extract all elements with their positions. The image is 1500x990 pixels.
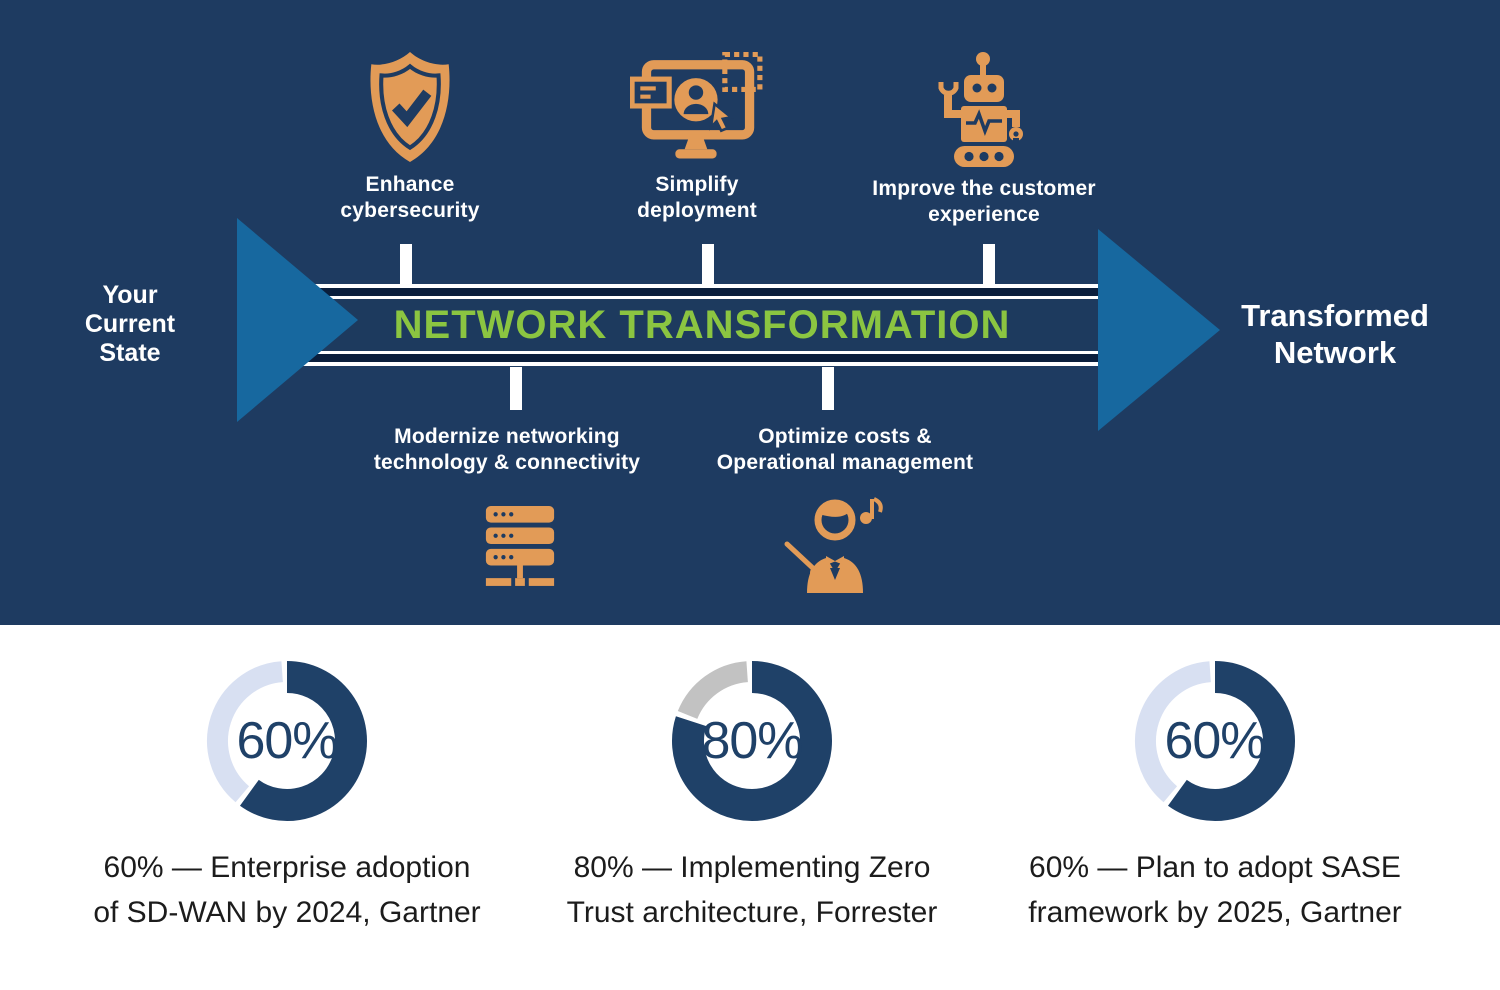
transformed-network-label: Transformed Network bbox=[1241, 298, 1429, 370]
benefit-label-optimize: Optimize costs & Operational management bbox=[716, 425, 974, 474]
monitor-user-icon bbox=[629, 51, 764, 169]
benefit-label-deployment: Simplify deployment bbox=[637, 173, 757, 222]
stat-caption: 80% — Implementing Zero Trust architectu… bbox=[566, 851, 938, 929]
stat-sase: 60% 60% — Plan to adopt SASE framework b… bbox=[975, 625, 1455, 935]
hero-panel: Enhance cybersecurity Simplify deploymen… bbox=[0, 0, 1500, 625]
stat-caption: 60% — Plan to adopt SASE framework by 20… bbox=[1028, 851, 1402, 929]
donut-chart-zero-trust: 80% bbox=[667, 656, 837, 826]
shield-check-icon bbox=[355, 50, 465, 169]
stat-zero-trust: 80% 80% — Implementing Zero Trust archit… bbox=[512, 625, 992, 935]
stat-sdwan: 60% 60% — Enterprise adoption of SD-WAN … bbox=[47, 625, 527, 935]
stats-section: 60% 60% — Enterprise adoption of SD-WAN … bbox=[0, 625, 1500, 990]
band-dark-strip bbox=[270, 354, 1110, 362]
connector-tick bbox=[983, 244, 995, 284]
left-arrow bbox=[237, 218, 358, 422]
donut-value-label: 80% bbox=[701, 712, 803, 770]
band-center: NETWORK TRANSFORMATION bbox=[270, 299, 1110, 351]
donut-value-label: 60% bbox=[1164, 712, 1266, 770]
donut-chart-sdwan: 60% bbox=[202, 656, 372, 826]
donut-value-label: 60% bbox=[236, 712, 338, 770]
right-arrow bbox=[1098, 229, 1220, 431]
connector-tick bbox=[400, 244, 412, 284]
stat-caption: 60% — Enterprise adoption of SD-WAN by 2… bbox=[93, 851, 481, 929]
band-line bbox=[270, 284, 1110, 288]
benefit-label-cybersecurity: Enhance cybersecurity bbox=[340, 173, 480, 222]
server-rack-icon bbox=[482, 502, 558, 593]
conductor-icon bbox=[783, 492, 883, 603]
connector-tick bbox=[510, 367, 522, 410]
robot-icon bbox=[925, 48, 1035, 175]
band-line bbox=[270, 351, 1110, 354]
donut-chart-sase: 60% bbox=[1130, 656, 1300, 826]
band-dark-strip bbox=[270, 288, 1110, 296]
connector-tick bbox=[702, 244, 714, 284]
current-state-label: Your Current State bbox=[84, 281, 176, 367]
connector-tick bbox=[822, 367, 834, 410]
band-title: NETWORK TRANSFORMATION bbox=[393, 302, 1011, 347]
band-line bbox=[270, 362, 1110, 366]
benefit-label-customer-experience: Improve the customer experience bbox=[872, 177, 1096, 226]
transformation-band: NETWORK TRANSFORMATION bbox=[270, 284, 1110, 366]
benefit-label-modernize: Modernize networking technology & connec… bbox=[373, 425, 641, 474]
band-line bbox=[270, 296, 1110, 299]
